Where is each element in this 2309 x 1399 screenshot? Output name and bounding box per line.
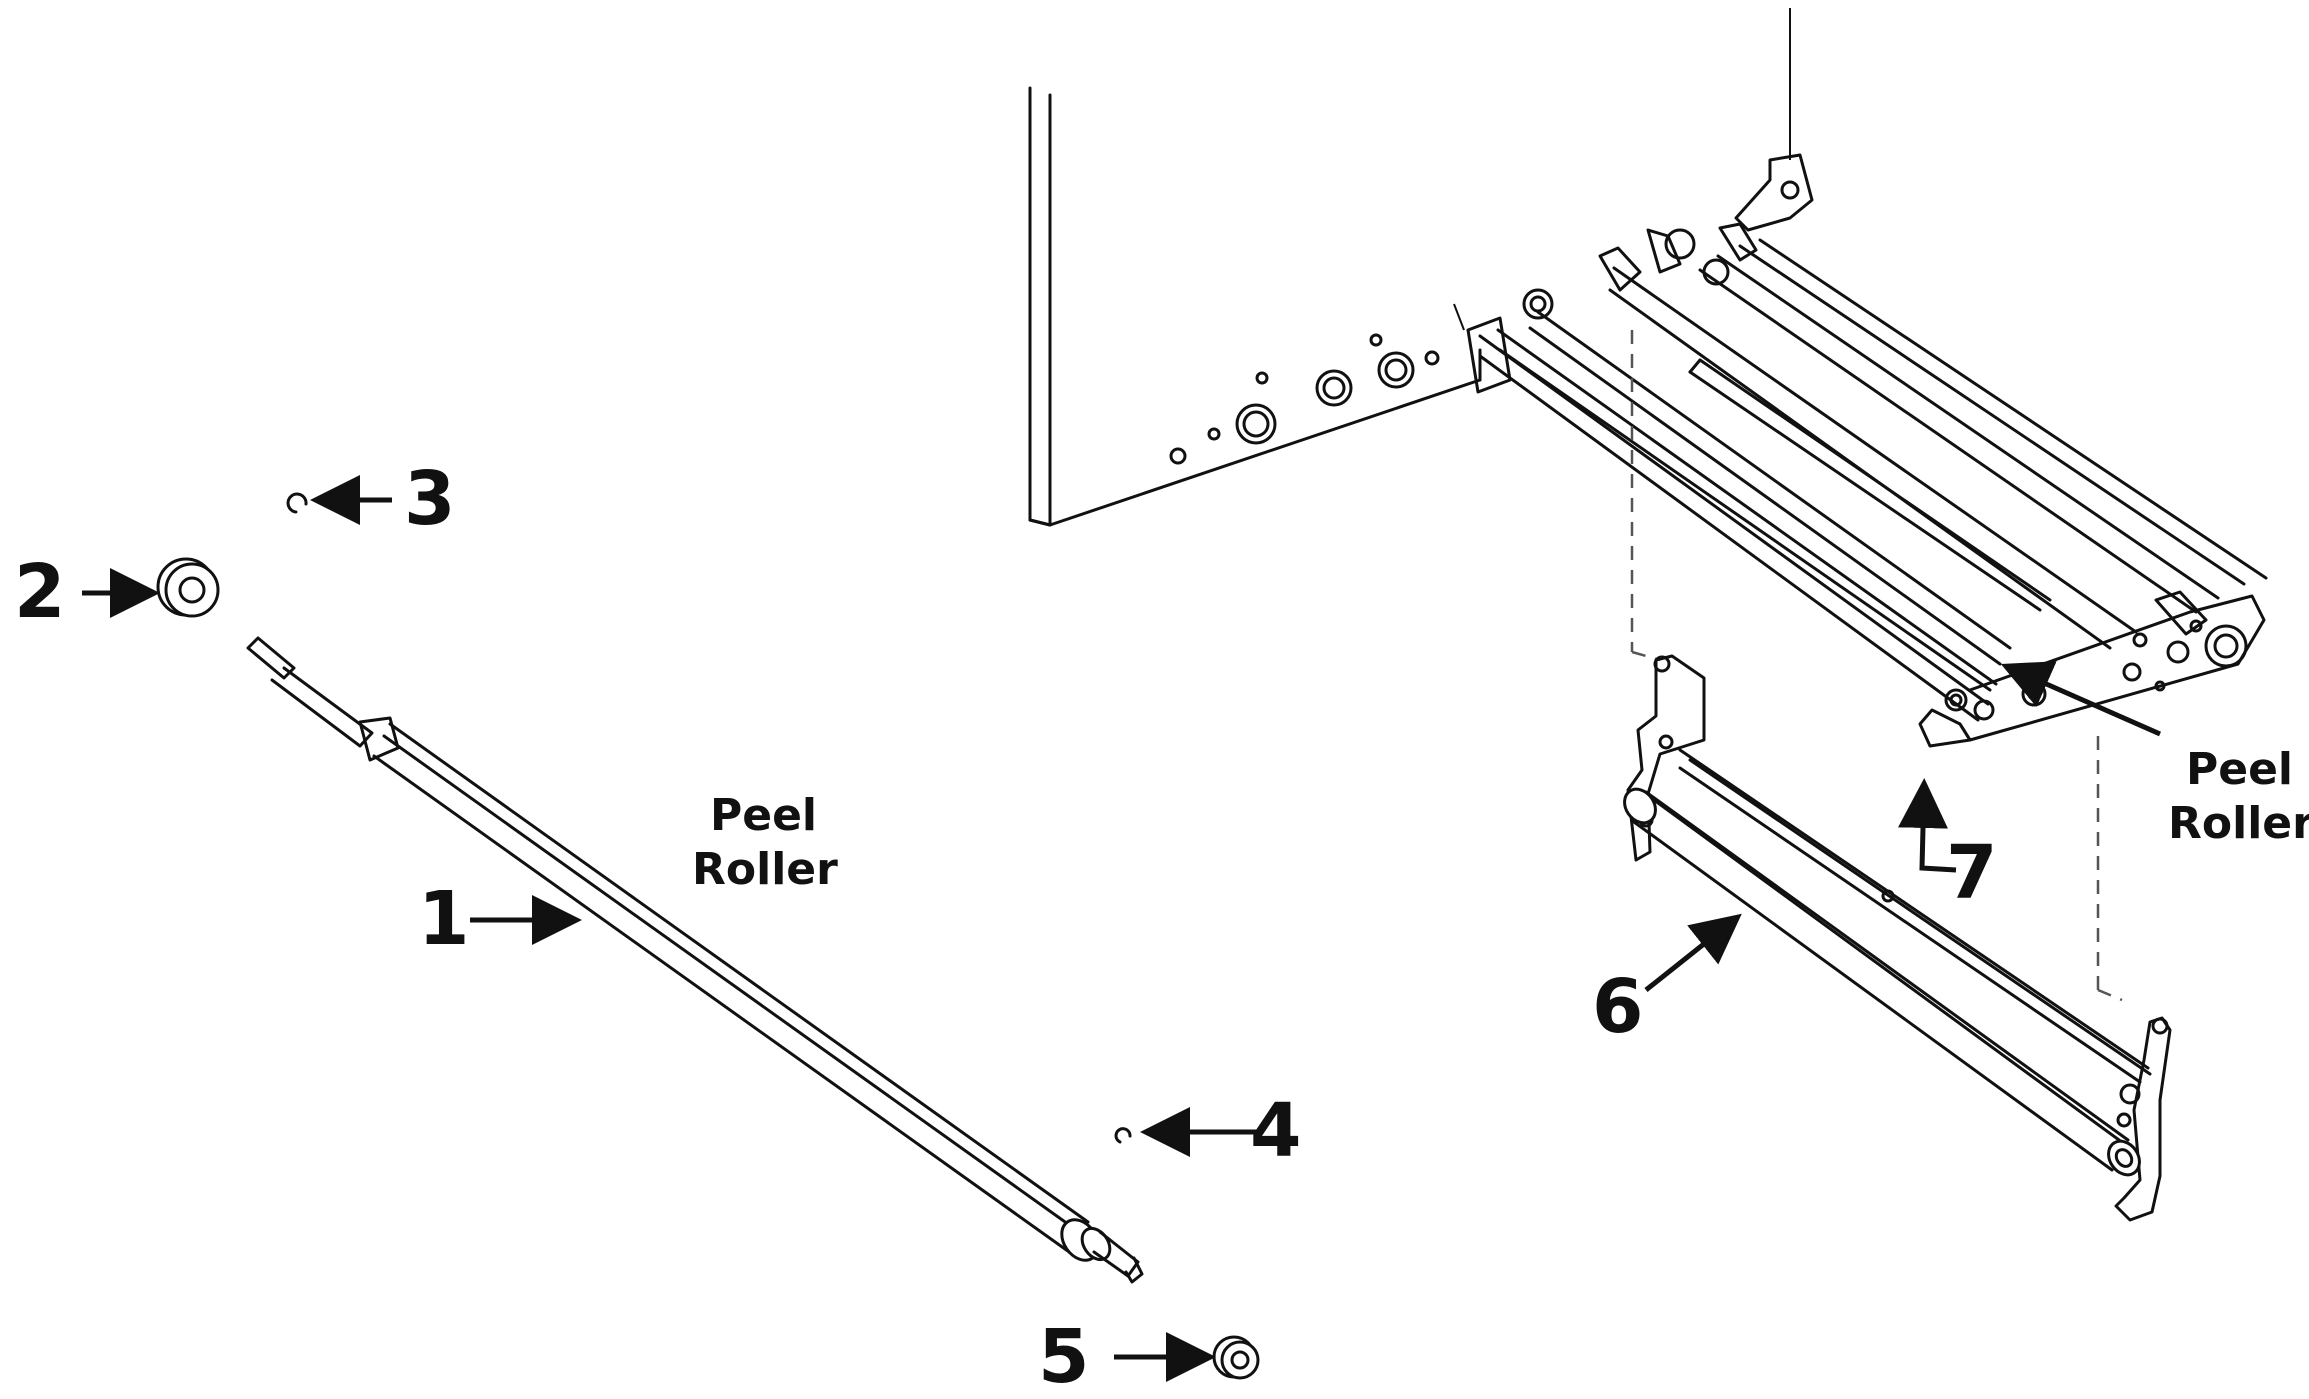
callout-4: 4 <box>1250 1088 1302 1174</box>
print-mechanism-rollers <box>1453 222 2268 748</box>
peel-roller-right-line1: Peel <box>2186 744 2293 795</box>
callout-arrows <box>82 475 2162 1382</box>
peel-roller-left-line2: Roller <box>692 844 838 895</box>
printer-side-frame <box>1028 8 1814 527</box>
callout-1: 1 <box>418 876 470 962</box>
callout-numbers: 2 3 1 4 5 6 7 <box>14 456 1998 1399</box>
leader-part-7 <box>1898 778 1957 873</box>
washer-part-2 <box>156 557 220 618</box>
washer-part-5 <box>1212 1335 1260 1380</box>
peel-roller-right-line2: Roller <box>2168 798 2309 849</box>
callout-7: 7 <box>1946 830 1998 916</box>
e-clip-part-4 <box>1114 1127 1132 1144</box>
peel-roller-left-line1: Peel <box>710 790 817 841</box>
peel-roller-label-right: Peel Roller <box>2168 744 2309 849</box>
arrow-6 <box>1644 913 1742 992</box>
callout-5: 5 <box>1038 1314 1090 1394</box>
e-clip-part-3 <box>286 492 308 514</box>
callout-6: 6 <box>1592 964 1644 1050</box>
peel-bracket-part-6 <box>1623 654 2172 1222</box>
callout-2: 2 <box>14 549 66 635</box>
peel-roller-label-left: Peel Roller <box>692 790 838 895</box>
callout-3: 3 <box>404 456 456 542</box>
arrow-peel-roller-right <box>2000 661 2162 737</box>
peel-roller-shaft <box>246 636 1144 1284</box>
